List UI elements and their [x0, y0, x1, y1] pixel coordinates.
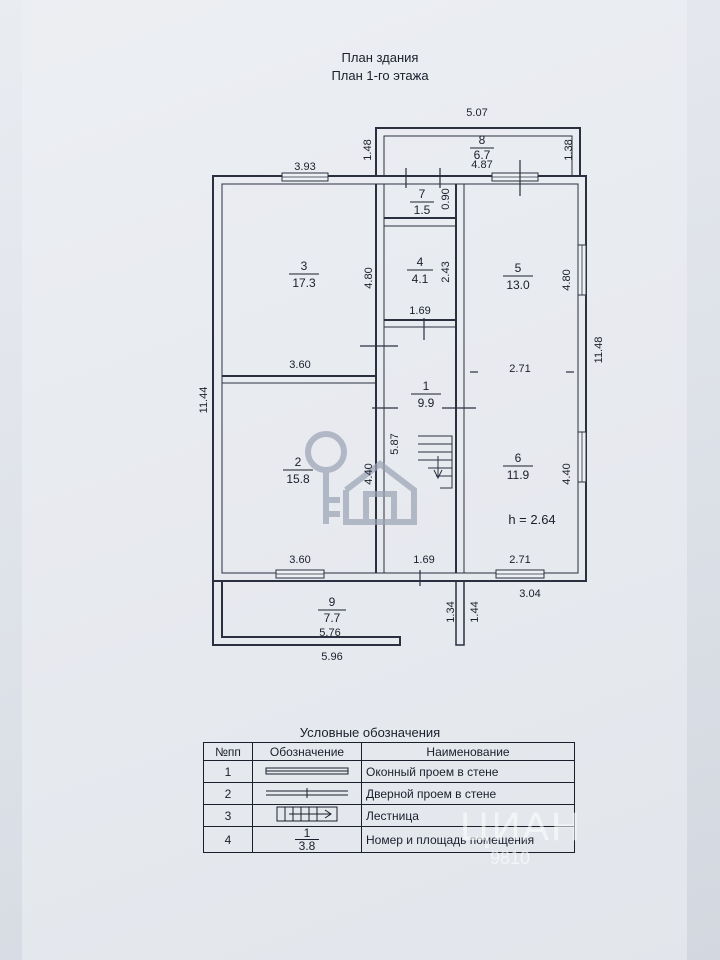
porch-wall-top	[375, 127, 581, 176]
dimension-label: 4.87	[471, 159, 492, 171]
dimension-label: 5.87	[389, 433, 401, 454]
dimension-label: 3.04	[519, 588, 540, 600]
room-number: 8	[479, 133, 486, 147]
stairs-symbol	[418, 435, 453, 489]
building-plan-title: План здания	[341, 50, 419, 65]
dimension-label: 11.48	[593, 337, 605, 364]
room-area: 1.5	[414, 203, 431, 217]
watermark-logo	[305, 431, 417, 525]
legend-row: 1 Оконный проем в стене	[203, 760, 575, 783]
porch-wall-bottom	[212, 581, 401, 646]
room-number: 4	[417, 255, 424, 269]
dimension-label: 2.71	[509, 363, 530, 375]
legend-header: №пп	[203, 742, 253, 761]
outer-wall	[212, 175, 587, 582]
dimension-label: 4.80	[561, 269, 573, 290]
dimension-label: 1.48	[362, 139, 374, 160]
legend-header: Обозначение	[252, 742, 362, 761]
dimension-label: 3.60	[289, 359, 310, 371]
room-label-symbol: 1 3.8	[252, 826, 362, 853]
room-area: 15.8	[286, 472, 310, 486]
inner-wall-line	[221, 183, 579, 574]
floor-plan-subtitle: План 1-го этажа	[331, 68, 429, 83]
legend-row: 3 Лестница	[203, 804, 575, 827]
room-area: 7.7	[324, 611, 341, 625]
dimension-label: 5.07	[466, 107, 487, 119]
dimension-label: 5.76	[319, 627, 340, 639]
room-number: 9	[329, 595, 336, 609]
room-number: 5	[515, 261, 522, 275]
ceiling-height-label: h = 2.64	[508, 512, 555, 527]
room-area: 4.1	[412, 272, 429, 286]
dimension-label: 5.96	[321, 651, 342, 663]
dimension-label: 4.80	[363, 267, 375, 288]
room-area: 17.3	[292, 276, 316, 290]
dimension-label: 3.93	[294, 161, 315, 173]
dimension-label: 4.40	[561, 463, 573, 484]
legend-title: Условные обозначения	[299, 725, 441, 740]
porch-wall-bottom	[455, 581, 465, 646]
dimension-label: 1.38	[563, 139, 575, 160]
dimension-label: 1.69	[409, 305, 430, 317]
room-area: 13.0	[506, 278, 530, 292]
door-symbol	[252, 782, 362, 805]
window-symbol	[252, 760, 362, 783]
room-number: 1	[423, 379, 430, 393]
room-number: 3	[301, 259, 308, 273]
legend-row: 2 Дверной проем в стене	[203, 782, 575, 805]
dimension-label: 1.34	[445, 601, 457, 622]
room-area: 11.9	[507, 468, 530, 482]
room-area: 9.9	[418, 396, 435, 410]
watermark-text: ЦИАН	[460, 805, 582, 849]
legend-table: №пп Обозначение Наименование 1 Оконный п…	[203, 742, 575, 853]
porch-wall-top	[383, 135, 573, 176]
legend-row: 4 1 3.8 Номер и площадь помещения	[203, 826, 575, 853]
dimension-label: 1.44	[469, 601, 481, 622]
room-number: 6	[515, 451, 522, 465]
dimension-label: 3.60	[289, 554, 310, 566]
dimension-label: 2.43	[440, 261, 452, 282]
room-area: 6.7	[474, 148, 491, 162]
dimension-label: 1.69	[413, 554, 434, 566]
room-number: 2	[295, 455, 302, 469]
legend-header: Наименование	[361, 742, 575, 761]
dimension-label: 11.44	[198, 387, 210, 414]
stairs-legend-symbol	[252, 804, 362, 827]
watermark-id: 9810	[490, 848, 531, 868]
dimension-label: 4.40	[363, 463, 375, 484]
room-number: 7	[419, 187, 426, 201]
dimension-label: 0.90	[440, 188, 452, 209]
dimension-label: 2.71	[509, 554, 530, 566]
